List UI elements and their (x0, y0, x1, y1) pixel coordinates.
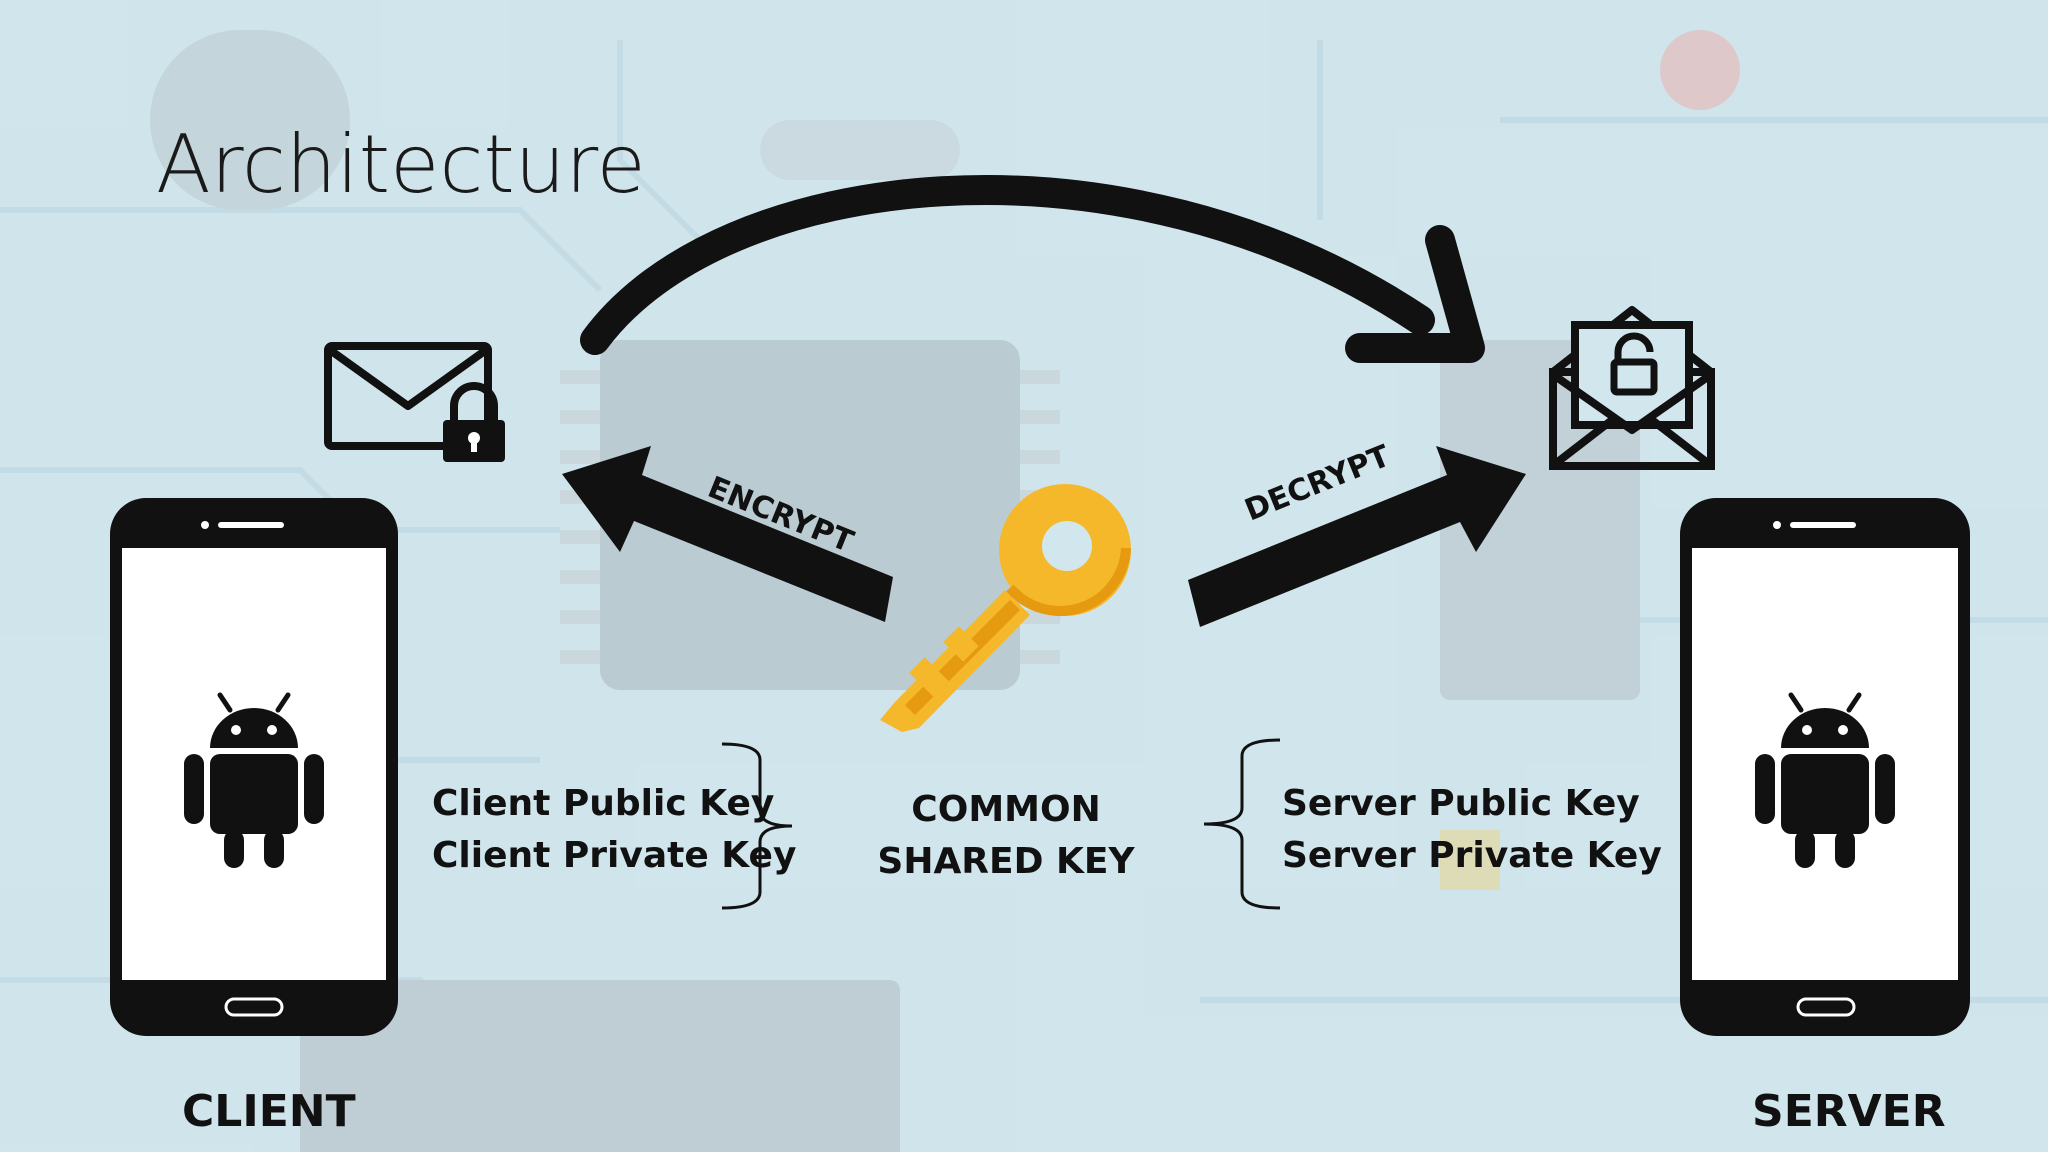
page-title: Architecture (156, 118, 646, 211)
microchip-shape (600, 340, 1020, 690)
key-icon (880, 484, 1131, 732)
client-caption: CLIENT (182, 1086, 356, 1137)
client-public-key-label: Client Public Key (432, 783, 775, 824)
android-icon (1755, 692, 1895, 868)
envelope-locked-icon (324, 342, 505, 462)
shared-key-label-line2: SHARED KEY (877, 841, 1135, 882)
encrypt-arrow (562, 446, 893, 622)
decrypt-arrow (1188, 446, 1526, 627)
server-public-key-label: Server Public Key (1282, 783, 1640, 824)
server-keys-brace (1203, 738, 1281, 910)
envelope-unlocked-icon (1549, 306, 1715, 470)
client-private-key-label: Client Private Key (432, 835, 797, 876)
shared-key-label-line1: COMMON (911, 789, 1101, 830)
client-keys-brace (721, 742, 793, 910)
android-icon (184, 692, 324, 868)
transfer-curved-arrow (580, 175, 1485, 363)
server-private-key-label: Server Private Key (1282, 835, 1662, 876)
server-caption: SERVER (1752, 1086, 1946, 1137)
